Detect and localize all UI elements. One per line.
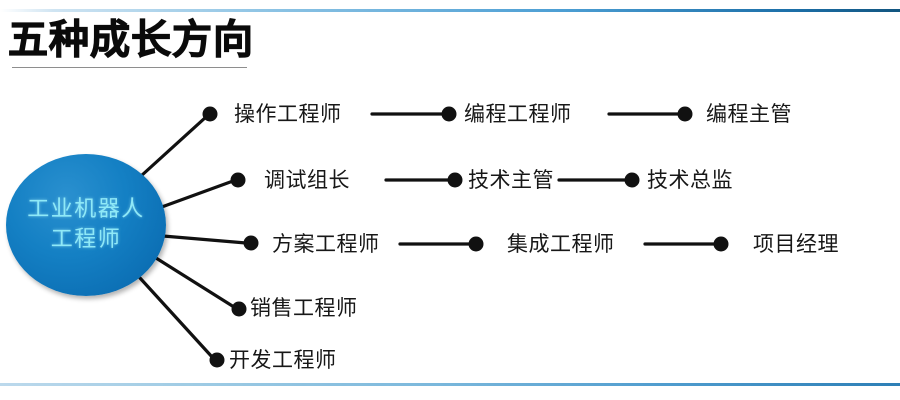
hub-node-industrial-robot-engineer[interactable]: 工业机器人 工程师 bbox=[6, 154, 166, 296]
node-programming-engineer[interactable]: 编程工程师 bbox=[464, 102, 572, 126]
node-technical-director[interactable]: 技术总监 bbox=[647, 168, 733, 192]
node-technical-supervisor[interactable]: 技术主管 bbox=[468, 168, 554, 192]
node-dot-2 bbox=[230, 172, 246, 188]
node-debug-team-leader[interactable]: 调试组长 bbox=[264, 168, 350, 192]
link-dot-3b bbox=[713, 236, 729, 252]
link-dot-2a bbox=[447, 172, 463, 188]
hub-label-line2: 工程师 bbox=[50, 227, 122, 252]
spoke-1 bbox=[139, 115, 208, 178]
node-dot-3 bbox=[243, 235, 259, 251]
top-accent-rule bbox=[0, 9, 900, 12]
node-project-manager[interactable]: 项目经理 bbox=[753, 232, 839, 256]
node-programming-supervisor[interactable]: 编程主管 bbox=[706, 102, 792, 126]
hub-label-line1: 工业机器人 bbox=[27, 197, 145, 222]
link-dot-1b bbox=[677, 106, 693, 122]
node-sales-engineer[interactable]: 销售工程师 bbox=[250, 296, 358, 320]
spoke-3 bbox=[161, 234, 248, 245]
node-development-engineer[interactable]: 开发工程师 bbox=[229, 348, 337, 372]
link-dot-3a bbox=[468, 236, 484, 252]
bottom-accent-rule bbox=[0, 383, 900, 386]
page-title: 五种成长方向 bbox=[7, 17, 254, 63]
link-dot-1a bbox=[441, 106, 457, 122]
node-operation-engineer[interactable]: 操作工程师 bbox=[234, 102, 342, 126]
node-solution-engineer[interactable]: 方案工程师 bbox=[272, 232, 380, 256]
title-underline bbox=[12, 67, 247, 68]
spoke-5 bbox=[138, 276, 215, 360]
node-integration-engineer[interactable]: 集成工程师 bbox=[507, 232, 615, 256]
link-dot-2b bbox=[624, 172, 640, 188]
spoke-4 bbox=[154, 256, 236, 309]
spoke-2 bbox=[157, 179, 235, 210]
node-dot-4 bbox=[231, 301, 247, 317]
node-dot-1 bbox=[202, 106, 218, 122]
node-dot-5 bbox=[209, 352, 225, 368]
